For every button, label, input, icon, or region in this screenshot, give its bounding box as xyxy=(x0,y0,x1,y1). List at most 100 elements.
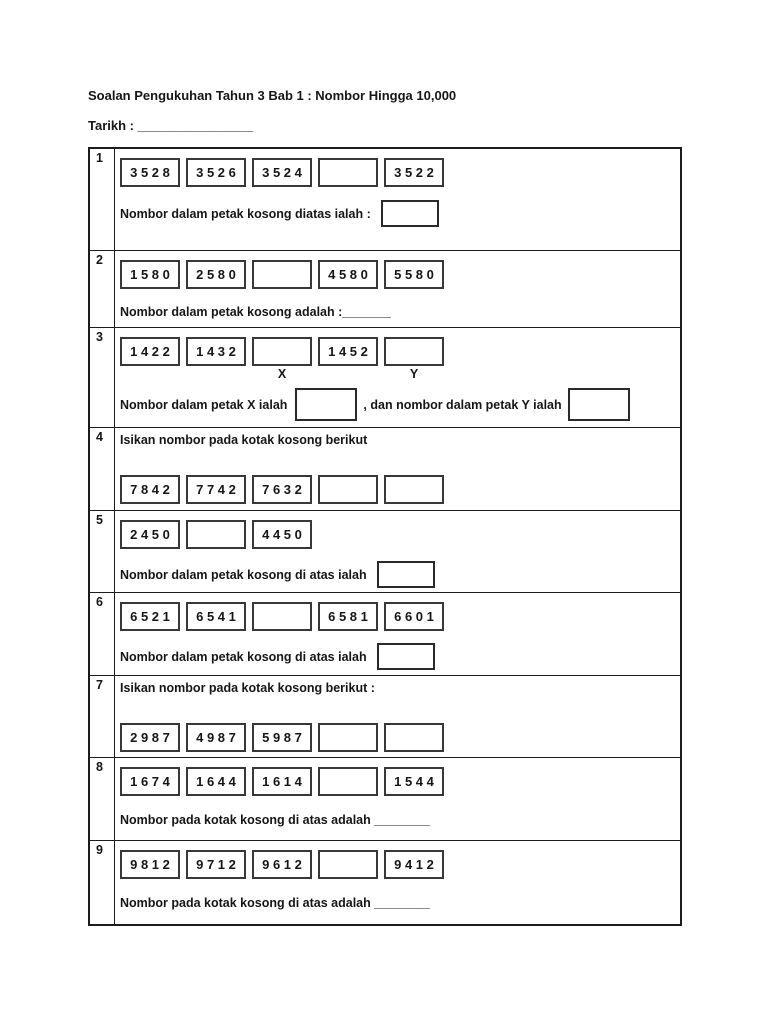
prompt-line: Nombor dalam petak kosong di atas ialah xyxy=(120,643,670,670)
question-body: Isikan nombor pada kotak kosong berikut … xyxy=(115,676,680,757)
number-box: 3 5 2 8 xyxy=(120,158,180,187)
number-box: 9 8 1 2 xyxy=(120,850,180,879)
answer-box-x xyxy=(295,388,358,421)
blank-number-box-y xyxy=(384,337,444,366)
blank-number-box xyxy=(252,602,312,631)
number-sequence: 2 9 8 7 4 9 8 7 5 9 8 7 xyxy=(120,723,670,752)
number-sequence: 1 5 8 0 2 5 8 0 4 5 8 0 5 5 8 0 xyxy=(120,260,670,289)
number-box: 1 5 4 4 xyxy=(384,767,444,796)
number-box: 1 4 3 2 xyxy=(186,337,246,366)
question-body: 9 8 1 2 9 7 1 2 9 6 1 2 9 4 1 2 Nombor p… xyxy=(115,841,680,924)
number-sequence: 7 8 4 2 7 7 4 2 7 6 3 2 xyxy=(120,475,670,504)
question-number: 9 xyxy=(90,841,115,924)
box-label-y: Y xyxy=(409,367,419,381)
number-box: 3 5 2 2 xyxy=(384,158,444,187)
number-box: 4 5 8 0 xyxy=(318,260,378,289)
question-number: 6 xyxy=(90,593,115,675)
question-row-2: 2 1 5 8 0 2 5 8 0 4 5 8 0 5 5 8 0 Nombor… xyxy=(90,250,680,327)
number-box: 5 5 8 0 xyxy=(384,260,444,289)
prompt-line: Nombor dalam petak kosong di atas ialah xyxy=(120,561,670,588)
number-sequence: 3 5 2 8 3 5 2 6 3 5 2 4 3 5 2 2 xyxy=(120,158,670,187)
number-box: 7 6 3 2 xyxy=(252,475,312,504)
box-label xyxy=(318,367,378,381)
blank-number-box xyxy=(318,767,378,796)
answer-box xyxy=(376,561,435,588)
number-box: 7 7 4 2 xyxy=(186,475,246,504)
answer-box-y xyxy=(567,388,630,421)
question-number: 8 xyxy=(90,758,115,840)
blank-number-box xyxy=(318,723,378,752)
question-instruction: Isikan nombor pada kotak kosong berikut xyxy=(120,433,368,447)
number-box: 9 6 1 2 xyxy=(252,850,312,879)
question-body: 1 4 2 2 1 4 3 2 1 4 5 2 X Y Nombor dalam… xyxy=(115,328,680,427)
question-row-8: 8 1 6 7 4 1 6 4 4 1 6 1 4 1 5 4 4 Nombor… xyxy=(90,757,680,840)
date-line: Tarikh : ________________ xyxy=(88,118,254,133)
question-prompt-part2: , dan nombor dalam petak Y ialah xyxy=(363,397,562,412)
blank-number-box xyxy=(318,475,378,504)
question-prompt: Nombor pada kotak kosong di atas adalah … xyxy=(120,896,430,910)
number-box: 2 9 8 7 xyxy=(120,723,180,752)
question-number: 5 xyxy=(90,511,115,592)
number-box: 1 6 7 4 xyxy=(120,767,180,796)
number-box: 2 4 5 0 xyxy=(120,520,180,549)
number-box: 3 5 2 6 xyxy=(186,158,246,187)
blank-number-box xyxy=(384,723,444,752)
number-box: 1 6 1 4 xyxy=(252,767,312,796)
number-box: 9 7 1 2 xyxy=(186,850,246,879)
number-box: 7 8 4 2 xyxy=(120,475,180,504)
question-body: 2 4 5 0 4 4 5 0 Nombor dalam petak koson… xyxy=(115,511,680,592)
box-label xyxy=(120,367,180,381)
blank-number-box xyxy=(252,260,312,289)
question-instruction: Isikan nombor pada kotak kosong berikut … xyxy=(120,681,375,695)
number-box: 1 5 8 0 xyxy=(120,260,180,289)
number-box: 1 6 4 4 xyxy=(186,767,246,796)
question-row-4: 4 Isikan nombor pada kotak kosong beriku… xyxy=(90,427,680,510)
question-number: 1 xyxy=(90,149,115,250)
question-body: 3 5 2 8 3 5 2 6 3 5 2 4 3 5 2 2 Nombor d… xyxy=(115,149,680,250)
question-prompt: Nombor dalam petak kosong di atas ialah xyxy=(120,649,367,664)
number-box: 4 9 8 7 xyxy=(186,723,246,752)
number-box: 3 5 2 4 xyxy=(252,158,312,187)
question-prompt: Nombor pada kotak kosong di atas adalah … xyxy=(120,813,430,827)
question-prompt: Nombor dalam petak kosong adalah :______… xyxy=(120,305,391,319)
box-label-x: X xyxy=(277,367,287,381)
answer-box xyxy=(380,200,439,227)
number-box: 1 4 5 2 xyxy=(318,337,378,366)
number-box: 6 5 8 1 xyxy=(318,602,378,631)
box-label xyxy=(186,367,246,381)
number-box: 1 4 2 2 xyxy=(120,337,180,366)
question-row-6: 6 6 5 2 1 6 5 4 1 6 5 8 1 6 6 0 1 Nombor… xyxy=(90,592,680,675)
answer-box xyxy=(376,643,435,670)
number-box: 9 4 1 2 xyxy=(384,850,444,879)
number-sequence: 1 6 7 4 1 6 4 4 1 6 1 4 1 5 4 4 xyxy=(120,767,670,796)
question-number: 4 xyxy=(90,428,115,510)
question-prompt: Nombor dalam petak kosong di atas ialah xyxy=(120,567,367,582)
question-body: 6 5 2 1 6 5 4 1 6 5 8 1 6 6 0 1 Nombor d… xyxy=(115,593,680,675)
box-label-row: X Y xyxy=(120,367,670,381)
question-number: 3 xyxy=(90,328,115,427)
blank-number-box xyxy=(318,158,378,187)
question-number: 7 xyxy=(90,676,115,757)
number-sequence: 6 5 2 1 6 5 4 1 6 5 8 1 6 6 0 1 xyxy=(120,602,670,631)
number-box: 4 4 5 0 xyxy=(252,520,312,549)
question-row-9: 9 9 8 1 2 9 7 1 2 9 6 1 2 9 4 1 2 Nombor… xyxy=(90,840,680,924)
question-row-5: 5 2 4 5 0 4 4 5 0 Nombor dalam petak kos… xyxy=(90,510,680,592)
prompt-line: Nombor dalam petak kosong diatas ialah : xyxy=(120,200,670,227)
blank-number-box xyxy=(384,475,444,504)
question-row-3: 3 1 4 2 2 1 4 3 2 1 4 5 2 X Y Nom xyxy=(90,327,680,427)
blank-number-box xyxy=(318,850,378,879)
blank-number-box-x xyxy=(252,337,312,366)
number-sequence: 2 4 5 0 4 4 5 0 xyxy=(120,520,670,549)
number-box: 2 5 8 0 xyxy=(186,260,246,289)
number-box: 6 5 2 1 xyxy=(120,602,180,631)
prompt-line: Nombor dalam petak X ialah , dan nombor … xyxy=(120,388,670,421)
number-box: 5 9 8 7 xyxy=(252,723,312,752)
number-box: 6 5 4 1 xyxy=(186,602,246,631)
question-prompt-part1: Nombor dalam petak X ialah xyxy=(120,397,288,412)
question-number: 2 xyxy=(90,251,115,327)
question-body: 1 5 8 0 2 5 8 0 4 5 8 0 5 5 8 0 Nombor d… xyxy=(115,251,680,327)
worksheet-table: 1 3 5 2 8 3 5 2 6 3 5 2 4 3 5 2 2 Nombor… xyxy=(88,147,682,926)
blank-number-box xyxy=(186,520,246,549)
number-sequence: 9 8 1 2 9 7 1 2 9 6 1 2 9 4 1 2 xyxy=(120,850,670,879)
